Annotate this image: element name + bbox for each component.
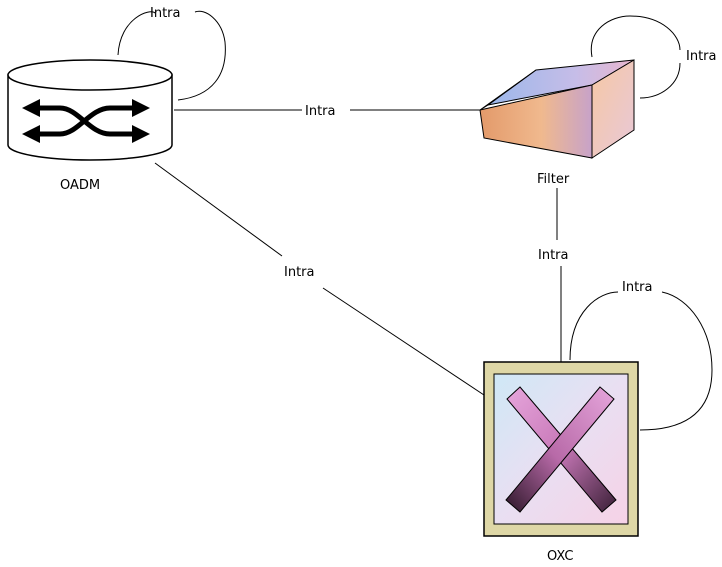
oxc-node[interactable]: OXC (483, 361, 639, 564)
label-filter-oxc: Intra (538, 248, 568, 263)
edge-filter-self-loop (590, 15, 681, 99)
edge-oadm-oxc (154, 162, 283, 257)
filter-label: Filter (537, 172, 570, 187)
oadm-switch-icon (7, 59, 173, 161)
optical-filter-prism-icon (479, 59, 635, 159)
label-oxc-self: Intra (622, 280, 652, 295)
oxc-label: OXC (547, 549, 573, 564)
label-oadm-oxc: Intra (284, 265, 314, 280)
label-oadm-filter: Intra (305, 104, 335, 119)
edge-oadm-oxc-2 (322, 287, 485, 396)
oadm-node[interactable]: OADM (7, 59, 173, 193)
edge-oadm-self-loop (117, 10, 226, 101)
filter-node[interactable]: Filter (479, 59, 635, 187)
oadm-label: OADM (60, 178, 100, 193)
label-filter-self: Intra (686, 49, 716, 64)
label-oadm-self: Intra (150, 6, 180, 21)
cross-connect-icon (483, 361, 639, 537)
edge-oxc-self-loop (569, 291, 713, 431)
